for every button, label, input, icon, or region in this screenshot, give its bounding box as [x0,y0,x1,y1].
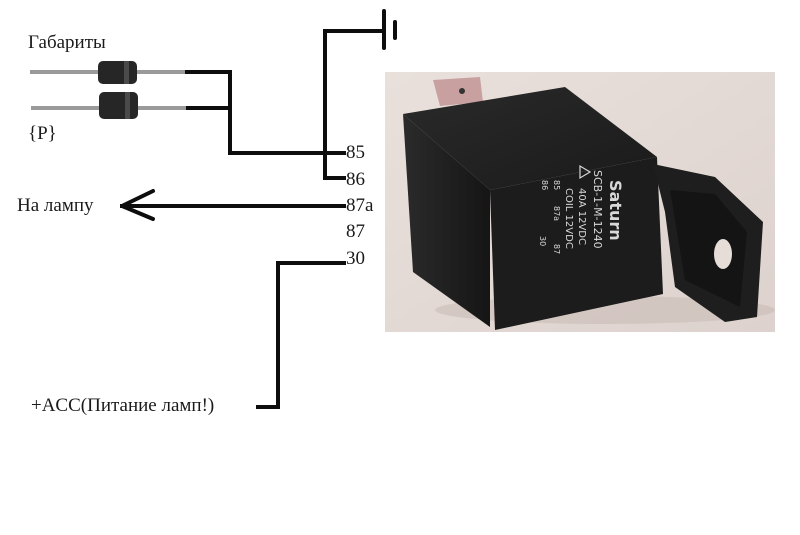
arrow-left-icon [120,189,155,221]
relay-mark-85: 85 [552,180,561,190]
pin-30: 30 [346,248,365,269]
relay-terminal [433,77,483,106]
mounting-hole [714,239,732,269]
relay-mark-30: 30 [538,236,547,246]
relay-left-face [403,114,490,327]
relay-coil: COIL 12VDC [563,188,574,249]
label-gabarity: Габариты [28,32,106,53]
diode-top [30,61,187,84]
pin-87a: 87a [346,195,374,216]
label-acc-power: +ACC(Питание ламп!) [31,395,215,416]
diode-lead [31,106,99,110]
diode-band [124,61,129,84]
relay-brand: Saturn [606,180,625,241]
wire-diode-top-to-85 [185,70,346,155]
wire-ground-to-86 [323,29,385,180]
label-na-lampu: На лампу [17,195,94,216]
relay-illustration: Saturn SCB-1-M-1240 40A 12VDC COIL 12VDC… [385,72,775,332]
relay-model: SCB-1-M-1240 [591,170,604,249]
diode-lead [30,70,98,74]
diode-band [125,92,130,119]
wires [120,29,385,409]
warning-triangle-icon [579,164,592,180]
relay-mark-86: 86 [540,180,549,190]
diode-lead [138,106,188,110]
relay-markings: Saturn SCB-1-M-1240 40A 12VDC COIL 12VDC… [538,164,625,254]
relay-top-face [403,87,657,190]
pin-87: 87 [346,221,365,242]
diode-bottom [31,92,188,119]
diode-lead [137,70,187,74]
diode-body [99,92,138,119]
relay-mark-87: 87 [552,244,561,254]
diode-body [98,61,137,84]
label-p-marker: {P} [28,123,57,144]
ground-icon [382,9,397,50]
pin-85: 85 [346,142,365,163]
wire-30-to-acc [256,261,346,409]
relay-front-face [490,157,663,330]
pin-86: 86 [346,169,365,190]
relay-rating: 40A 12VDC [576,188,587,245]
relay-photo: Saturn SCB-1-M-1240 40A 12VDC COIL 12VDC… [385,72,775,332]
relay-mark-87a: 87a [552,206,561,221]
